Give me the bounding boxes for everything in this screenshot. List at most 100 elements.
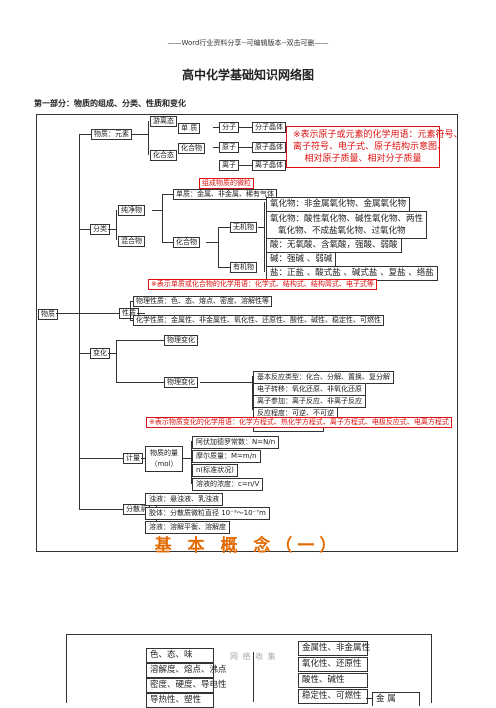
note-line: 离子符号、电子式、原子结构示意图、 [293, 142, 447, 152]
measure-concentration: 溶液的浓度：c=n/V [192, 478, 264, 491]
note-particles: 组成物质的微粒 [199, 178, 254, 189]
branch-line [130, 301, 133, 302]
branch-line [79, 458, 123, 459]
node-physical-change: 物理变化 [164, 335, 198, 346]
node-ionic-crystal: 离子晶体 [252, 160, 286, 171]
physical-property: 物理性质：色、态、熔点、密度、溶解性等 [133, 296, 272, 307]
section-heading: 第一部分：物质的组成、分类、性质和变化 [34, 99, 186, 108]
node-mixture: 混合物 [118, 236, 145, 247]
note-formula-terms: ※表示单质或化合物的化学用语：化学式、结构式、结构简式、电子式等 [148, 279, 377, 290]
branch-line [238, 147, 252, 148]
note-line: 相对原子质量、相对分子质量 [304, 154, 422, 164]
measure-standard: n(标准状况) [192, 464, 238, 477]
node-pure: 纯净物 [118, 205, 145, 216]
disperse-suspension: 浊液：悬浊液、乳浊液 [145, 493, 223, 506]
branch-line [137, 313, 145, 314]
note-line: ※表示原子或元素的化学用语：元素符号、 [293, 130, 463, 140]
note-equation-terms: ※表示物质变化的化学用语：化学方程式、热化学方程式、离子方程式、电极反应式、电离… [146, 417, 452, 428]
node-ion: 离子 [219, 160, 239, 171]
node-chemical-change: 物理变化 [164, 377, 198, 388]
branch-line [200, 382, 252, 383]
bottom-right-3: 酸性、碱性 [298, 673, 368, 688]
disperse-colloid: 胶体：分散质微粒直径 10⁻⁹～10⁻⁷m [145, 507, 270, 520]
branch-line [141, 458, 145, 459]
branch-line [218, 227, 219, 268]
measure-avogadro: 阿伏加德罗常数：N=N/n [192, 436, 280, 449]
disperse-solution: 溶液：溶解平衡、溶解度 [145, 521, 230, 534]
node-amount-line1: 物质的量 [150, 449, 178, 457]
class-oxide-2-line1: 氧化物：酸性氧化物、碱性氧化物、两性 [270, 214, 424, 224]
node-classify: 分类 [90, 224, 110, 235]
node-atom: 原子 [219, 142, 239, 153]
branch-line [116, 340, 164, 341]
class-acid: 酸：无氧酸、含氧酸，强酸、弱酸 [266, 238, 402, 253]
node-simple-substance: 单质：金属、非金属、稀有气体 [173, 189, 277, 200]
node-molecule: 分子 [219, 122, 239, 133]
branch-line [116, 340, 117, 382]
branch-line [148, 121, 149, 155]
branch-line [206, 242, 218, 243]
branch-line [152, 210, 162, 211]
branch-line [252, 376, 253, 410]
branch-line [130, 301, 131, 320]
branch-line [183, 458, 191, 459]
bottom-left-1: 色、态、味 [146, 648, 214, 663]
node-measure: 计量 [123, 453, 143, 464]
class-oxide-1: 氧化物：非金属氧化物、金属氧化物 [266, 197, 411, 212]
node-molecular-crystal: 分子晶体 [252, 122, 286, 133]
node-organic: 有机物 [230, 262, 257, 273]
bottom-right-2: 氧化性、还原性 [298, 657, 368, 672]
branch-line [213, 147, 219, 148]
branch-line [162, 194, 163, 242]
branch-line [116, 210, 117, 240]
node-change: 变化 [90, 348, 110, 359]
branch-line [218, 267, 230, 268]
node-amount-line2: （mol） [150, 460, 178, 468]
diagram-frame [36, 114, 458, 552]
root-node: 物质 [38, 309, 58, 320]
bottom-left-2: 溶解度、熔点、沸点 [146, 663, 227, 678]
branch-line [116, 382, 164, 383]
branch-line [258, 227, 264, 228]
bottom-frame [66, 634, 432, 703]
branch-line [264, 202, 265, 272]
branch-line [162, 242, 173, 243]
branch-line [108, 353, 116, 354]
branch-line [130, 320, 133, 321]
note-atom-terms: ※表示原子或元素的化学用语：元素符号、 离子符号、电子式、原子结构示意图、 相对… [286, 126, 463, 168]
root-spine [79, 134, 80, 509]
bottom-right-1: 金属性、非金属性 [298, 641, 370, 656]
branch-line [218, 227, 230, 228]
branch-line [162, 194, 173, 195]
node-atomic-crystal: 原子晶体 [252, 142, 286, 153]
branch-line [79, 134, 91, 135]
class-base: 碱：强碱 、弱碱 [266, 252, 337, 267]
bottom-metal: 金 属 [372, 692, 420, 706]
branch-line [79, 229, 90, 230]
node-amount: 物质的量 （mol） [145, 446, 183, 472]
chemical-property: 化学性质：金属性、非金属性、氧化性、还原性、酸性、碱性、稳定性、可燃性 [133, 315, 384, 326]
branch-line [238, 165, 252, 166]
node-element: 单 质 [178, 123, 201, 134]
node-combined-state: 化合态 [150, 150, 177, 161]
banner: 基 本 概 念（一） [154, 536, 342, 556]
bottom-left-4: 导热性、塑性 [146, 693, 214, 708]
branch-line [79, 509, 123, 510]
bottom-left-3: 密度、硬度、导电性 [146, 678, 227, 693]
branch-line [108, 229, 116, 230]
class-oxide-2: 氧化物：酸性氧化物、碱性氧化物、两性 氧化物、不成盐氧化物、过氧化物 [266, 211, 428, 239]
page-header: ——Word行业资料分享--可编辑版本--双击可删—— [167, 39, 329, 47]
branch-line [132, 134, 148, 135]
watermark: 网 络 收 集 [230, 652, 277, 661]
branch-line [79, 313, 119, 314]
branch-line [191, 441, 192, 484]
branch-line [238, 127, 252, 128]
node-compound-class: 化合物 [173, 237, 200, 248]
measure-molar-mass: 摩尔质量：M=m/n [192, 450, 261, 463]
bottom-spine [253, 652, 254, 702]
branch-line [213, 127, 219, 128]
node-compound: 化合物 [178, 143, 205, 154]
root-connector [56, 313, 79, 314]
node-composition: 物质：元素 [91, 129, 132, 140]
node-free-state: 游离态 [150, 116, 177, 127]
